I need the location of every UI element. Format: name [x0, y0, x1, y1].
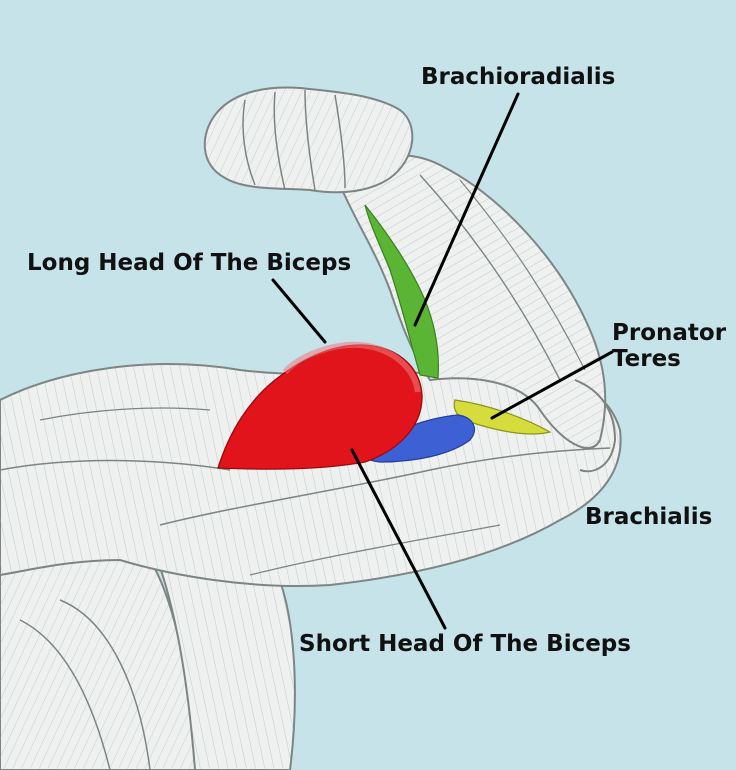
- label-brachialis: Brachialis: [585, 504, 713, 530]
- torso-muscles: [0, 535, 296, 770]
- long-head-biceps-muscle: [217, 344, 423, 470]
- fist: [203, 86, 414, 194]
- leader-brachioradialis: [413, 92, 520, 327]
- label-pronator-line1: Pronator: [612, 320, 727, 346]
- leader-pronator: [490, 350, 614, 420]
- leader-short-head: [350, 448, 447, 630]
- forearm-muscles: [338, 154, 607, 450]
- biceps-highlight: [282, 341, 421, 393]
- label-short-head-biceps: Short Head Of The Biceps: [299, 631, 631, 657]
- leader-lines: [271, 92, 614, 630]
- label-brachioradialis: Brachioradialis: [421, 64, 616, 90]
- brachioradialis-muscle: [364, 204, 440, 379]
- label-pronator-line2: Teres: [612, 346, 681, 373]
- short-head-biceps-muscle: [362, 414, 475, 463]
- label-pronator-teres: Pronator Teres: [612, 320, 726, 373]
- elbow: [574, 379, 617, 473]
- label-long-head-biceps: Long Head Of The Biceps: [27, 250, 352, 276]
- leader-long-head: [271, 278, 327, 344]
